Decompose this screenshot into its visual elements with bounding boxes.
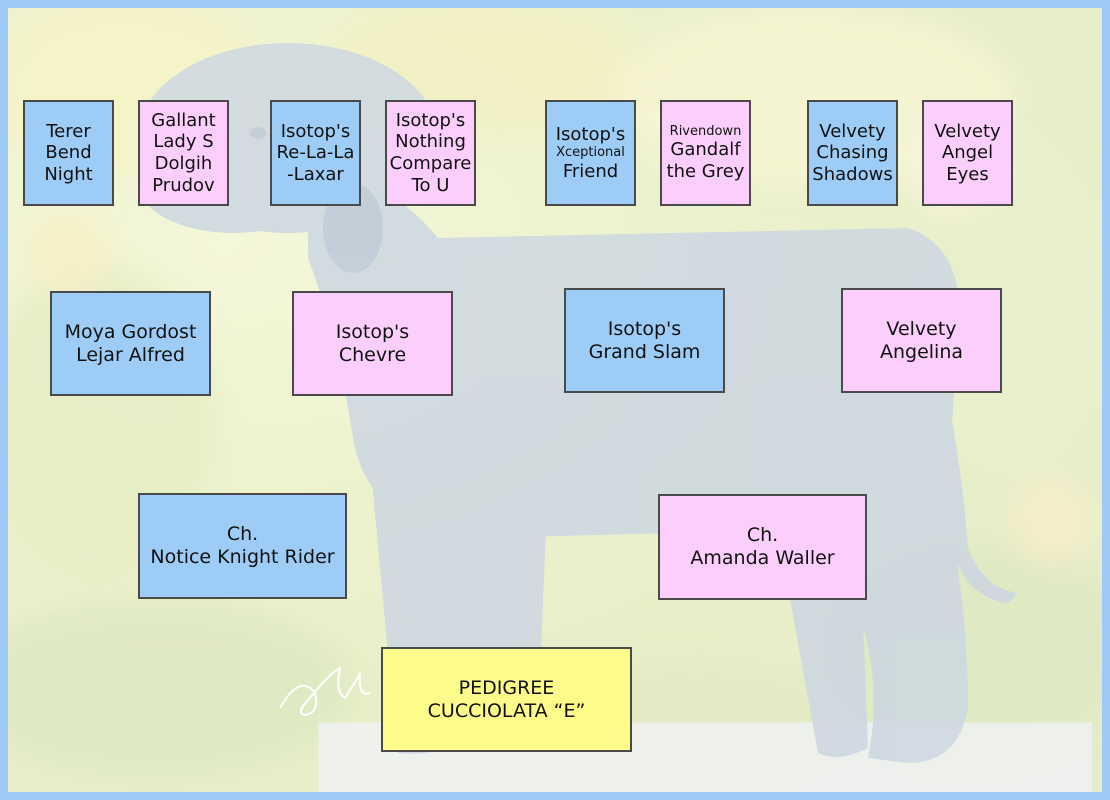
name-line: Night [44,163,93,185]
title-line: PEDIGREE [458,676,555,699]
name-line: Grand Slam [588,340,701,363]
name-line: Gallant [151,109,216,131]
signature-mark [279,666,371,717]
name-line: Angelina [879,340,964,363]
name-line: Dolgih [154,153,213,174]
name-line: Eyes [946,163,989,185]
pedigree-title: PEDIGREE CUCCIOLATA “E” [381,647,632,752]
title-line: CUCCIOLATA “E” [427,699,586,722]
name-line: Rivendown [669,123,742,139]
name-line: Isotop's [280,120,351,142]
parent-sire: Ch. Notice Knight Rider [138,493,347,599]
grandparent-2: Isotop's Chevre [292,291,453,396]
name-line: Isotop's [395,109,466,131]
name-line: Terer [46,120,91,142]
great-grandparent-3: Isotop's Re-La-La -Laxar [270,100,361,206]
name-line: Prudov [152,174,215,196]
name-line: Chevre [338,343,407,366]
great-grandparent-6: Rivendown Gandalf the Grey [660,100,751,206]
name-line: Angel [941,142,994,164]
name-line: Gandalf [670,139,741,161]
parent-dam: Ch. Amanda Waller [658,494,867,600]
great-grandparent-8: Velvety Angel Eyes [922,100,1013,206]
name-line: the Grey [666,160,745,182]
name-line: Isotop's [335,320,410,343]
name-line: Bend [45,142,92,164]
great-grandparent-4: Isotop's Nothing Compare To U [385,100,476,206]
name-line: Re-La-La [276,142,355,164]
name-line: Ch. [746,524,779,547]
name-line: Velvety [934,120,1001,142]
name-line: Nothing [395,131,466,153]
name-line: Xceptional [556,145,625,161]
name-line: Isotop's [555,123,626,145]
name-line: Chasing [816,142,889,164]
name-line: Moya Gordost [64,320,197,343]
name-line: -Laxar [287,163,344,185]
grandparent-3: Isotop's Grand Slam [564,288,725,393]
name-line: Lady S [153,131,214,153]
name-line: Amanda Waller [690,547,835,569]
great-grandparent-7: Velvety Chasing Shadows [807,100,898,206]
great-grandparent-1: Terer Bend Night [23,100,114,206]
name-line: Velvety [886,317,957,340]
name-line: Notice Knight Rider [150,546,335,568]
name-line: Velvety [819,120,886,142]
name-line: To U [411,174,450,196]
great-grandparent-2: Gallant Lady S Dolgih Prudov [138,100,229,206]
name-line: Shadows [812,163,893,185]
grandparent-1: Moya Gordost Lejar Alfred [50,291,211,396]
name-line: Friend [562,160,619,182]
name-line: Lejar Alfred [76,343,185,366]
name-line: Compare [389,153,472,174]
name-line: Ch. [226,523,259,546]
name-line: Isotop's [607,317,682,340]
grandparent-4: Velvety Angelina [841,288,1002,393]
great-grandparent-5: Isotop's Xceptional Friend [545,100,636,206]
